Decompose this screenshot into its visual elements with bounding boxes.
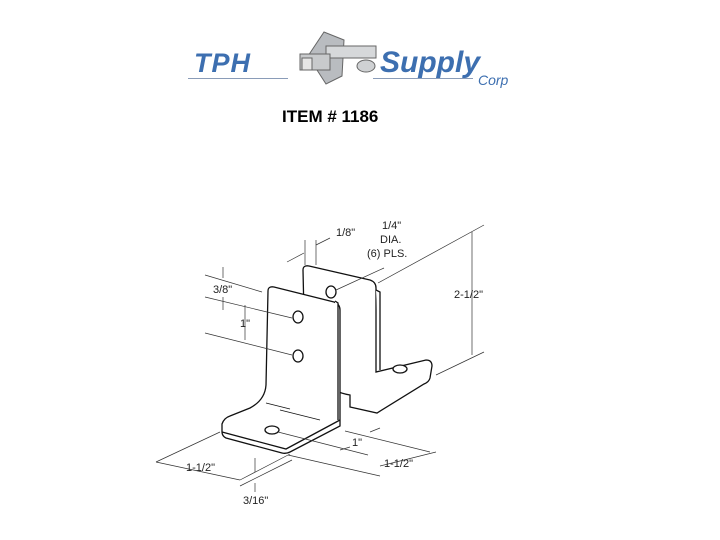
dim-hole-dia-1: 1/4": [382, 220, 401, 232]
dim-base-depth-right: 1-1/2": [384, 458, 413, 470]
item-number-title: ITEM # 1186: [282, 107, 379, 126]
dim-hole-dia-3: (6) PLS.: [367, 248, 407, 260]
company-logo: TPH Supply Corp: [188, 26, 533, 88]
logo-rule-right: [373, 78, 473, 79]
dim-base-width-left: 1-1/2": [186, 462, 215, 474]
latch-icon: [299, 31, 377, 85]
logo-rule-left: [188, 78, 288, 79]
logo-text-corp: Corp: [478, 72, 509, 88]
dim-height: 2-1/2": [454, 289, 483, 301]
dimension-lines: [155, 224, 485, 492]
dim-base-hole-offset: 1": [352, 437, 362, 449]
logo-text-supply: Supply: [380, 46, 481, 79]
dim-hole-top-offset: 3/8": [213, 284, 232, 296]
dim-hole-dia-2: DIA.: [380, 234, 401, 246]
dim-hole-spacing: 1": [240, 318, 250, 330]
logo-text-tph: TPH: [194, 48, 251, 78]
front-bracket: [221, 286, 341, 454]
dim-base-thickness: 3/16": [243, 495, 268, 507]
dim-thickness-top: 1/8": [336, 227, 355, 239]
